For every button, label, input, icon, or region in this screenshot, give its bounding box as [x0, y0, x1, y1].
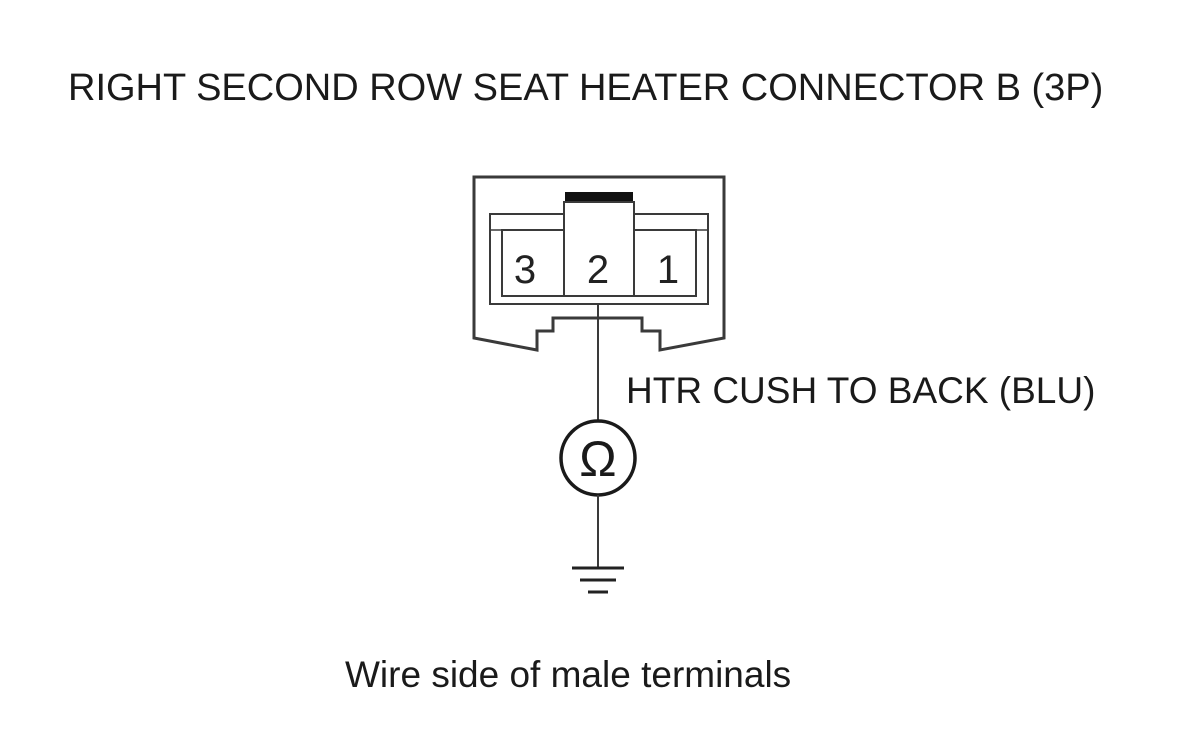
- ohm-symbol: Ω: [579, 431, 616, 487]
- terminal-cell-1: [633, 229, 697, 297]
- connector-cavity: [489, 213, 709, 305]
- diagram-title: RIGHT SECOND ROW SEAT HEATER CONNECTOR B…: [68, 67, 1104, 109]
- ground-icon: [572, 566, 624, 594]
- connector-latch: [565, 192, 633, 202]
- wire-label: HTR CUSH TO BACK (BLU): [626, 370, 1096, 411]
- diagram-caption: Wire side of male terminals: [345, 654, 792, 695]
- terminal-label-1: 1: [657, 248, 679, 292]
- terminal-label-3: 3: [514, 248, 536, 292]
- terminal-cell-3: [501, 229, 565, 297]
- terminal-label-2: 2: [587, 248, 609, 292]
